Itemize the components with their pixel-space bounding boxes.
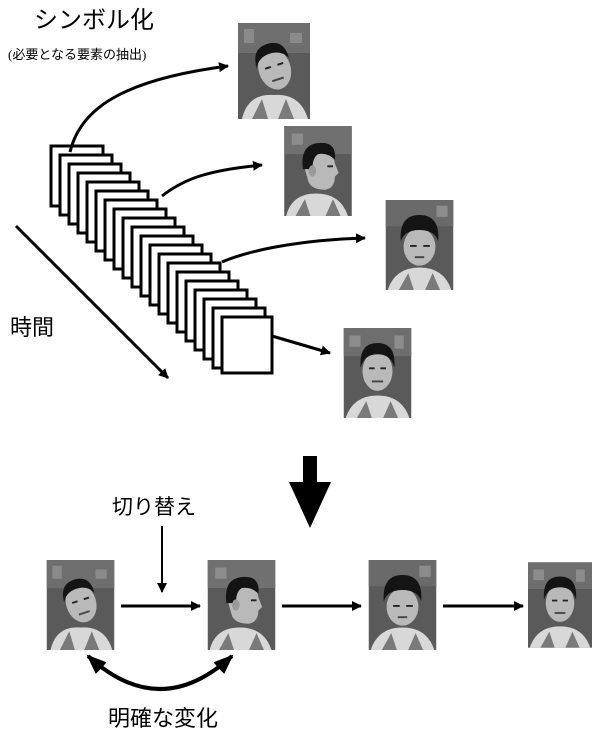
subtitle-extraction: (必要となる要素の抽出) bbox=[8, 47, 147, 62]
face-profile-top bbox=[284, 126, 352, 216]
face-front-top bbox=[343, 328, 412, 418]
video-frame-stack bbox=[49, 144, 274, 375]
face-tilted-top bbox=[238, 23, 310, 119]
time-label: 時間 bbox=[10, 316, 55, 341]
face-profile-bottom bbox=[207, 560, 276, 650]
extract-arrow-1 bbox=[68, 62, 229, 153]
clear-change-label: 明確な変化 bbox=[108, 707, 219, 732]
face-down-top bbox=[385, 200, 454, 290]
extract-arrow-3 bbox=[221, 233, 366, 264]
time-arrow bbox=[14, 224, 170, 380]
big-down-arrow bbox=[289, 456, 331, 528]
extract-arrow-4 bbox=[271, 334, 331, 356]
switch-label: 切り替え bbox=[112, 495, 196, 519]
face-front-bottom bbox=[528, 562, 592, 648]
video-frame-front bbox=[220, 315, 274, 375]
clear-change-arrow bbox=[86, 654, 234, 691]
face-tilted-bottom bbox=[46, 560, 115, 650]
title-symbolization: シンボル化 bbox=[34, 6, 154, 34]
extract-arrow-2 bbox=[161, 160, 263, 198]
face-down-bottom bbox=[368, 560, 437, 650]
